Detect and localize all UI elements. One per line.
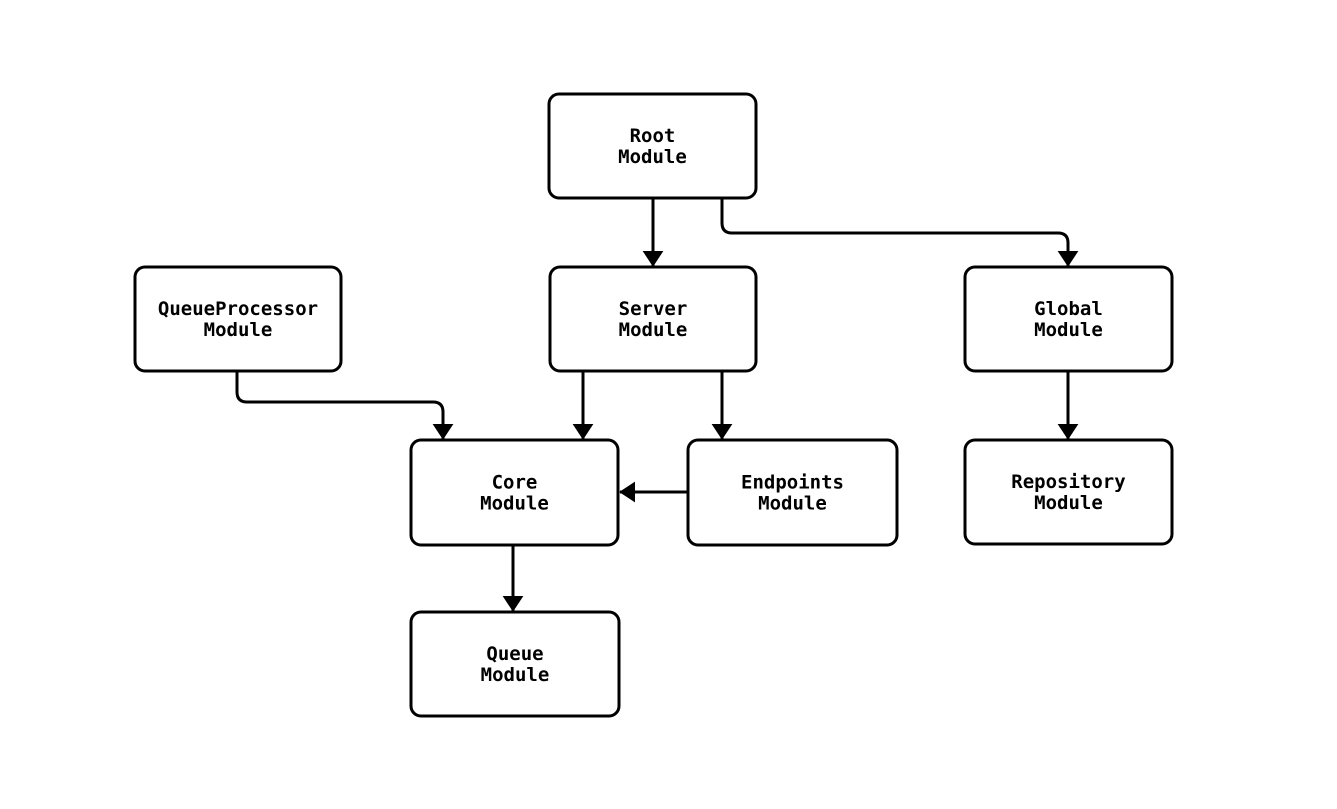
node-core-label-line2: Module [480,493,549,515]
edge-queueprocessor-to-core [235,371,454,440]
node-core-label-line1: Core [492,472,538,494]
node-global-label-line1: Global [1034,298,1103,320]
edge-root-to-global [720,198,1079,267]
node-global-box [963,265,1174,373]
node-queue-label-line2: Module [481,664,550,686]
node-queueprocessor-box [133,265,343,373]
node-server-label-line2: Module [619,319,688,341]
nodes-layer: RootModuleQueueProcessorModuleServerModu… [133,92,1174,718]
node-global-label-line2: Module [1034,319,1103,341]
node-queue-label-line1: Queue [486,643,543,665]
node-endpoints-box [686,438,899,547]
node-queue-box [409,610,621,718]
node-queueprocessor-label-line2: Module [204,319,273,341]
node-repository-label-line1: Repository [1011,471,1125,493]
edges-layer [235,198,1079,612]
node-server-label-line1: Server [619,298,688,320]
node-server-box [548,265,758,373]
node-root-box [547,92,758,200]
node-queueprocessor-label-line1: QueueProcessor [158,298,318,320]
node-root-label-line2: Module [618,146,687,168]
node-repository-box [963,438,1174,546]
node-repository-label-line2: Module [1034,492,1103,514]
node-root-label-line1: Root [630,125,676,147]
node-core-box [409,438,620,547]
node-endpoints-label-line1: Endpoints [741,472,844,494]
node-endpoints-label-line2: Module [758,493,827,515]
